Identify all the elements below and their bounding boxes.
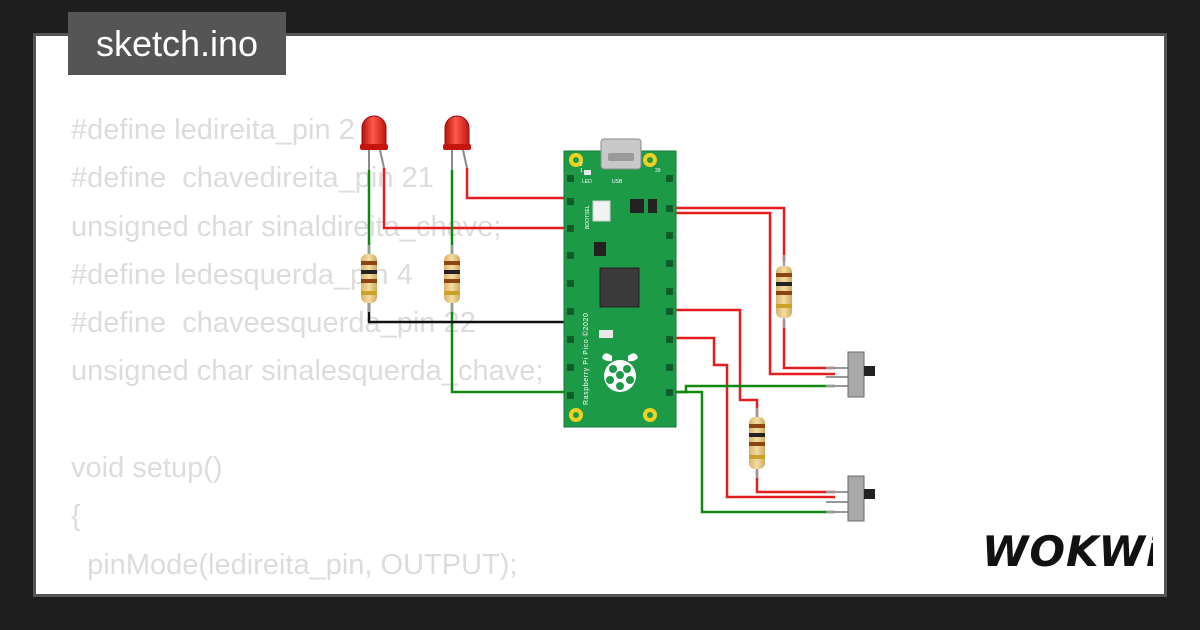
code-line-10: pinMode(ledireita_pin, OUTPUT); [71, 548, 518, 581]
bootsel-button[interactable] [592, 200, 611, 222]
code-line-3: unsigned char sinaldireita_chave; [71, 210, 502, 243]
wire-red-sw2-a [666, 308, 759, 418]
resistor-2[interactable] [444, 245, 460, 312]
file-tab-sketch[interactable]: sketch.ino [68, 12, 286, 75]
code-line-9: { [71, 500, 81, 533]
board-pin-headers [567, 175, 673, 399]
slide-switch-1[interactable] [826, 351, 875, 398]
slide-switch-2[interactable] [826, 475, 875, 522]
led-right[interactable] [360, 115, 388, 170]
board-pin-2-label: 2 [580, 162, 583, 168]
board-usb-label: USB [612, 179, 623, 185]
code-editor-preview: #define ledireita_pin 2 #define chavedire… [71, 106, 544, 594]
wire-green-gnd3 [450, 303, 573, 394]
wire-red-3v3 [666, 206, 786, 262]
wire-red-led1 [382, 168, 573, 230]
led-left[interactable] [443, 115, 471, 170]
board-bootsel-label: BOOTSEL [585, 205, 591, 229]
wire-red-led2 [465, 168, 573, 200]
resistor-3[interactable] [776, 255, 792, 328]
resistor-4[interactable] [749, 408, 765, 478]
code-line-2: #define chavedireita_pin 21 [71, 162, 434, 195]
board-pin-39-label: 39 [655, 168, 661, 174]
wire-red-sw2-b [666, 336, 835, 499]
board-led-label: LED [582, 179, 592, 185]
code-line-6: unsigned char sinalesquerda_chave; [71, 355, 544, 388]
wire-green-sw2 [666, 390, 835, 514]
preview-card: #define ledireita_pin 2 #define chavedire… [33, 33, 1167, 597]
code-line-4: #define ledesquerda_pin 4 [71, 258, 413, 291]
raspberry-pi-pico-board[interactable]: LED USB 1 2 39 BOOTSEL Raspberry Pi Pico… [563, 138, 677, 428]
resistor-1[interactable] [361, 245, 377, 312]
wire-red-r4 [755, 470, 835, 494]
wire-black [367, 303, 573, 324]
code-line-1: #define ledireita_pin 2 [71, 114, 355, 146]
code-line-8: void setup() [71, 452, 223, 485]
board-mount-holes [569, 153, 657, 422]
board-vertical-label: Raspberry Pi Pico ©2020 [582, 313, 590, 406]
wokwi-logo-text: WOKWi [982, 527, 1153, 576]
rp2040-chip [599, 267, 640, 308]
onboard-led [584, 170, 591, 175]
raspberry-logo-icon [602, 353, 638, 392]
wire-red-sw1 [666, 211, 835, 376]
wokwi-logo: WOKWi [982, 527, 1153, 576]
wire-red-r3 [782, 320, 835, 370]
board-pin-1-label: 1 [580, 168, 583, 174]
